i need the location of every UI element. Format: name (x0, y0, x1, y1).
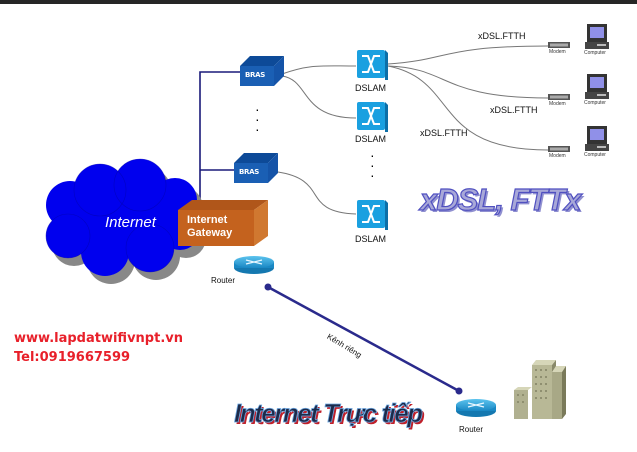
contact-phone: Tel:0919667599 (14, 350, 131, 365)
computer-icon-3 (585, 126, 609, 151)
link-label-2: xDSL.FTTH (490, 105, 538, 115)
computer-icon-2 (585, 74, 609, 99)
link-dslam1-modem3 (387, 65, 549, 151)
dslam-icon-3 (357, 200, 388, 230)
link-bras1-dslam1 (281, 65, 357, 75)
dslam-label-2: DSLAM (355, 134, 387, 144)
link-label-3: xDSL.FTTH (420, 128, 468, 138)
link-bras2-dslam3 (277, 171, 357, 215)
bras-box-1 (240, 56, 284, 86)
ellipsis-dots-bras: ··· (255, 101, 260, 137)
ellipsis-dots-dslam: ··· (370, 147, 375, 183)
backbone-line (199, 71, 240, 200)
gateway-box (178, 200, 268, 246)
router-label-bottom: Router (459, 425, 484, 434)
computer-label-2: Computer (584, 100, 606, 106)
dslam-label-1: DSLAM (355, 83, 387, 93)
modem-icon-2 (548, 94, 570, 100)
gateway-label-line1: Internet (187, 214, 228, 226)
dslam-label-3: DSLAM (355, 234, 387, 244)
gateway-label-line2: Gateway (187, 227, 233, 239)
computer-label-3: Computer (584, 152, 606, 158)
computer-icon-1 (585, 24, 609, 49)
modem-label-1: Modem (549, 49, 566, 55)
router-label-top: Router (211, 276, 236, 285)
access-links (277, 45, 549, 215)
router-icon-top (234, 256, 274, 274)
leased-line (264, 283, 463, 395)
internet-truc-tiep-wordart: Internet Trực tiếp (234, 398, 424, 429)
link-label-1: xDSL.FTTH (478, 31, 526, 41)
building-icon (514, 360, 566, 419)
bras-label-1: BRAS (245, 71, 265, 79)
link-dslam1-modem1 (387, 45, 549, 65)
modem-icon-3 (548, 146, 570, 152)
bras-label-2: BRAS (239, 168, 259, 176)
top-bar (0, 0, 637, 4)
internet-cloud-label: Internet (105, 214, 156, 231)
xdsl-fttx-wordart: xDSL, FTTx (419, 181, 582, 217)
gateway-label: Internet Gateway (187, 214, 232, 240)
router-icon-bottom (456, 399, 496, 417)
contact-website: www.lapdatwifivnpt.vn (14, 331, 183, 346)
link-dslam1-modem2 (387, 65, 549, 99)
modem-label-3: Modem (549, 153, 566, 159)
bras-box-2 (234, 153, 278, 183)
modem-icon-1 (548, 42, 570, 48)
computer-label-1: Computer (584, 50, 606, 56)
dslam-icon-2 (357, 102, 388, 132)
dslam-icon-1 (357, 50, 388, 80)
link-bras1-dslam2 (281, 75, 357, 119)
modem-label-2: Modem (549, 101, 566, 107)
